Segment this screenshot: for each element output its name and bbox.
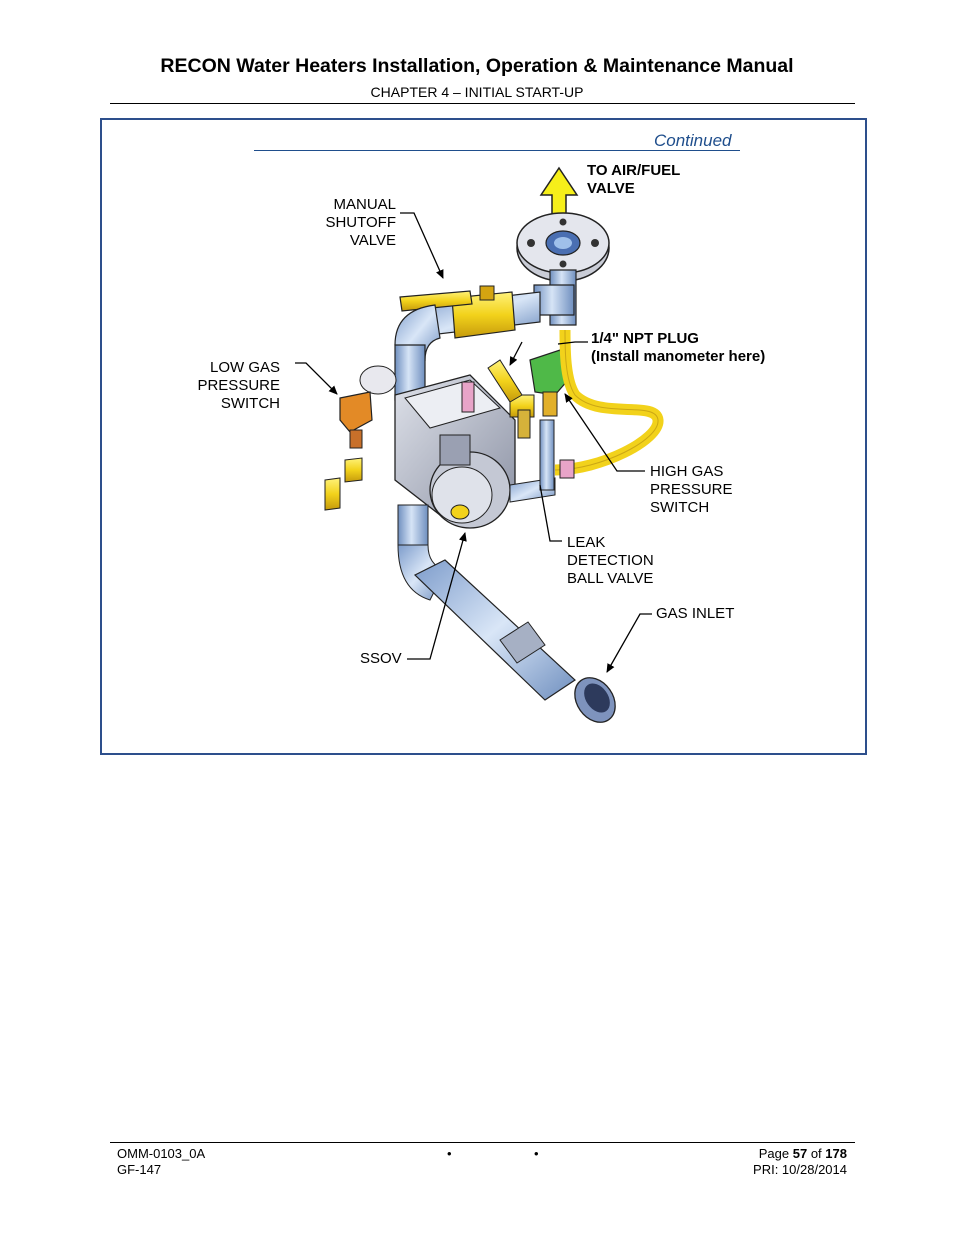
chapter-heading: CHAPTER 4 – INITIAL START-UP <box>370 84 584 100</box>
pri-date: PRI: 10/28/2014 <box>753 1162 847 1177</box>
page-of: of <box>810 1146 822 1161</box>
footer-bullet-left: • <box>447 1146 452 1161</box>
leak-detection-label: LEAK DETECTION BALL VALVE <box>567 534 654 587</box>
footer-rule <box>110 1142 855 1143</box>
page-number: Page 57 of 178 <box>759 1146 847 1162</box>
gas-train-diagram <box>295 166 664 723</box>
manual-shutoff-valve <box>399 285 516 339</box>
figure-frame <box>100 118 867 755</box>
low-gas-pressure-switch <box>324 365 397 511</box>
leak-detection-ball-valve <box>487 359 535 439</box>
page-current: 57 <box>792 1146 808 1161</box>
ssov-label: SSOV <box>360 650 402 667</box>
header-rule <box>110 103 855 104</box>
continued-underline <box>254 150 740 151</box>
gas-inlet-coupling <box>499 621 616 723</box>
footer-bullet-right: • <box>534 1146 539 1161</box>
to-air-fuel-label: TO AIR/FUEL VALVE <box>587 162 681 197</box>
high-gas-pressure-switch <box>529 349 569 417</box>
page-prefix: Page <box>758 1146 790 1161</box>
npt-plug-label: 1/4" NPT PLUG (Install manometer here) <box>591 330 766 365</box>
high-gas-pressure-label: HIGH GAS PRESSURE SWITCH <box>650 463 733 516</box>
leader-lines <box>295 212 652 673</box>
ssov-actuator <box>394 374 516 529</box>
doc-number: OMM-0103_0A <box>117 1146 206 1161</box>
gf-number: GF-147 <box>117 1162 162 1177</box>
manual-shutoff-label: MANUAL SHUTOFF VALVE <box>325 196 396 249</box>
page-total: 178 <box>825 1146 847 1161</box>
manual-title: RECON Water Heaters Installation, Operat… <box>160 55 794 77</box>
low-gas-pressure-label: LOW GAS PRESSURE SWITCH <box>197 359 280 412</box>
gas-inlet-label: GAS INLET <box>656 605 735 622</box>
continued-label: Continued <box>654 131 732 150</box>
outlet-flange <box>516 212 610 282</box>
